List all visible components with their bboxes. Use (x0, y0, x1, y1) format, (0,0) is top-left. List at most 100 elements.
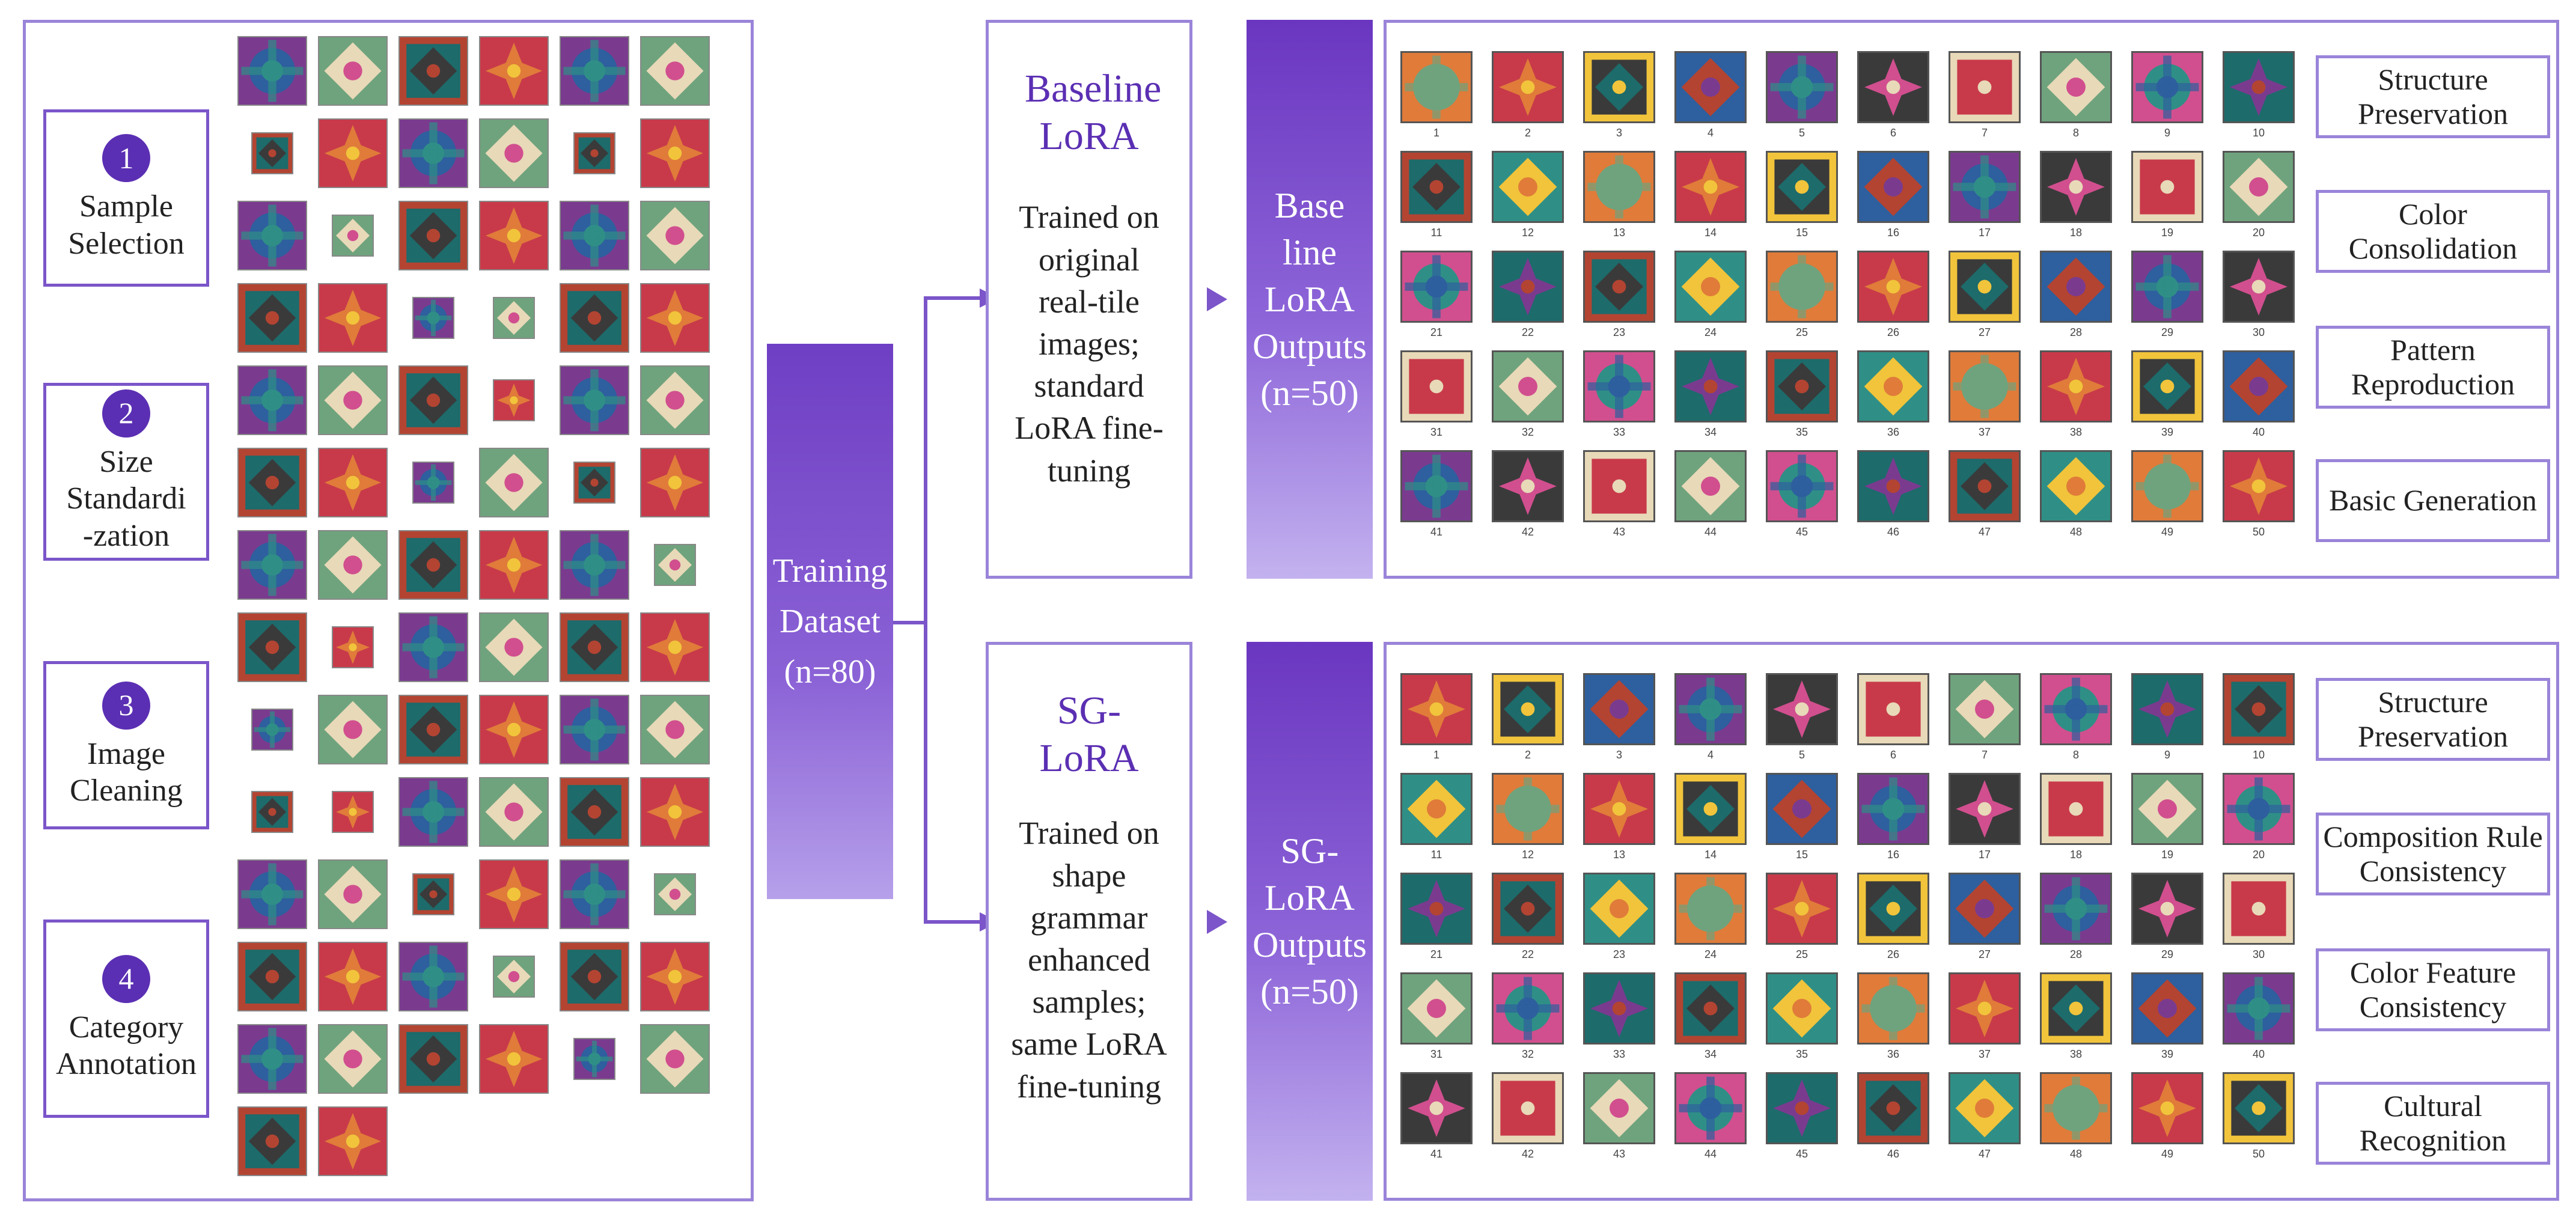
tile-number: 7 (1981, 749, 1988, 761)
step-sample-selection: 1 Sample Selection (43, 109, 209, 287)
tile-pattern-icon (2131, 51, 2203, 123)
baseline-description: Trained on original real-tile images; st… (1015, 199, 1164, 489)
tile-pattern-icon (1400, 450, 1473, 522)
tile-number: 30 (2252, 948, 2265, 960)
tile-pattern-icon (1492, 51, 1564, 123)
tile-number: 7 (1981, 127, 1988, 139)
tile-number: 4 (1707, 127, 1714, 139)
tile-number: 37 (1978, 426, 1991, 438)
tile-pattern-icon (237, 448, 307, 517)
tile-number: 42 (1521, 526, 1534, 538)
tile-pattern-icon (479, 859, 549, 929)
tile-number: 38 (2069, 426, 2083, 438)
tile-pattern-icon (1674, 450, 1747, 522)
tile-number: 9 (2164, 749, 2170, 761)
tile-number: 19 (2161, 849, 2174, 861)
tile-pattern-icon (2131, 450, 2203, 522)
tile-pattern-icon (560, 942, 629, 1011)
tile-pattern-icon (479, 612, 549, 682)
step-number-badge: 4 (102, 954, 150, 1003)
tile-number: 3 (1616, 127, 1622, 139)
tile-pattern-icon (2040, 251, 2112, 323)
tile-number: 47 (1978, 1148, 1991, 1160)
tile-pattern-icon (1492, 251, 1564, 323)
tile-number: 41 (1430, 526, 1443, 538)
tile-number: 29 (2161, 326, 2174, 338)
tile-number: 19 (2161, 227, 2174, 239)
sg-outputs-label: SG- LoRA Outputs (n=50) (1253, 831, 1367, 1011)
sg-description: Trained on shape grammar enhanced sample… (1011, 815, 1167, 1105)
tile-pattern-icon (640, 283, 710, 353)
tile-pattern-icon (1400, 51, 1473, 123)
criterion-label: Composition Rule Consistency (2323, 819, 2543, 888)
tile-number: 17 (1978, 227, 1991, 239)
criterion-label: Basic Generation (2329, 483, 2537, 517)
baseline-title: Baseline LoRA (1025, 67, 1162, 159)
training-label-line2: Dataset (780, 603, 881, 640)
tile-pattern-icon (2131, 972, 2203, 1045)
criterion-box: Structure Preservation (2316, 678, 2550, 761)
tile-pattern-icon (318, 448, 388, 517)
tile-pattern-icon (1583, 251, 1655, 323)
tile-pattern-icon (318, 942, 388, 1011)
tile-pattern-icon (318, 36, 388, 106)
tile-pattern-icon (640, 695, 710, 764)
tile-number: 46 (1887, 1148, 1900, 1160)
baseline-lora-box: Baseline LoRA Trained on original real-t… (986, 20, 1192, 579)
tile-number: 50 (2252, 526, 2265, 538)
tile-pattern-icon (1400, 773, 1473, 845)
tile-pattern-icon (2131, 873, 2203, 945)
arrow-right-icon (1207, 287, 1227, 311)
tile-number: 21 (1430, 326, 1443, 338)
tile-pattern-icon (2040, 873, 2112, 945)
tile-pattern-icon (318, 695, 388, 764)
tile-pattern-icon (237, 36, 307, 106)
tile-pattern-icon (2223, 450, 2295, 522)
tile-number: 10 (2252, 127, 2265, 139)
tile-number: 23 (1613, 948, 1626, 960)
sg-title: SG- LoRA (1039, 689, 1139, 781)
tile-number: 38 (2069, 1048, 2083, 1060)
tile-number: 2 (1524, 127, 1531, 139)
tile-pattern-icon (1949, 51, 2021, 123)
tile-number: 16 (1887, 849, 1900, 861)
tile-pattern-icon (654, 873, 696, 915)
tile-pattern-icon (412, 462, 454, 504)
tile-pattern-icon (1857, 773, 1929, 845)
tile-pattern-icon (493, 379, 535, 421)
step-number-badge: 3 (102, 681, 150, 730)
tile-number: 45 (1795, 1148, 1808, 1160)
tile-pattern-icon (332, 791, 374, 833)
tile-pattern-icon (237, 530, 307, 600)
tile-pattern-icon (640, 612, 710, 682)
tile-number: 27 (1978, 326, 1991, 338)
tile-pattern-icon (1766, 972, 1838, 1045)
tile-pattern-icon (1583, 151, 1655, 223)
tile-number: 49 (2161, 1148, 2174, 1160)
tile-number: 24 (1704, 326, 1717, 338)
tile-number: 22 (1521, 948, 1534, 960)
arrow-right-icon (1207, 910, 1227, 934)
tile-number: 14 (1704, 849, 1717, 861)
tile-pattern-icon (237, 1024, 307, 1094)
tile-number: 40 (2252, 426, 2265, 438)
tile-pattern-icon (398, 695, 468, 764)
tile-number: 22 (1521, 326, 1534, 338)
criterion-box: Basic Generation (2316, 459, 2550, 542)
tile-pattern-icon (2131, 251, 2203, 323)
tile-number: 31 (1430, 426, 1443, 438)
tile-pattern-icon (1492, 673, 1564, 745)
tile-pattern-icon (1766, 773, 1838, 845)
tile-number: 37 (1978, 1048, 1991, 1060)
tile-pattern-icon (237, 1106, 307, 1176)
tile-pattern-icon (1674, 972, 1747, 1045)
tile-pattern-icon (1400, 151, 1473, 223)
baseline-outputs-bar: Base line LoRA Outputs (n=50) (1247, 20, 1373, 579)
tile-pattern-icon (1492, 972, 1564, 1045)
tile-number: 3 (1616, 749, 1622, 761)
step-category-annotation: 4 Category Annotation (43, 920, 209, 1118)
tile-number: 36 (1887, 426, 1900, 438)
tile-pattern-icon (1583, 450, 1655, 522)
tile-number: 43 (1613, 1148, 1626, 1160)
